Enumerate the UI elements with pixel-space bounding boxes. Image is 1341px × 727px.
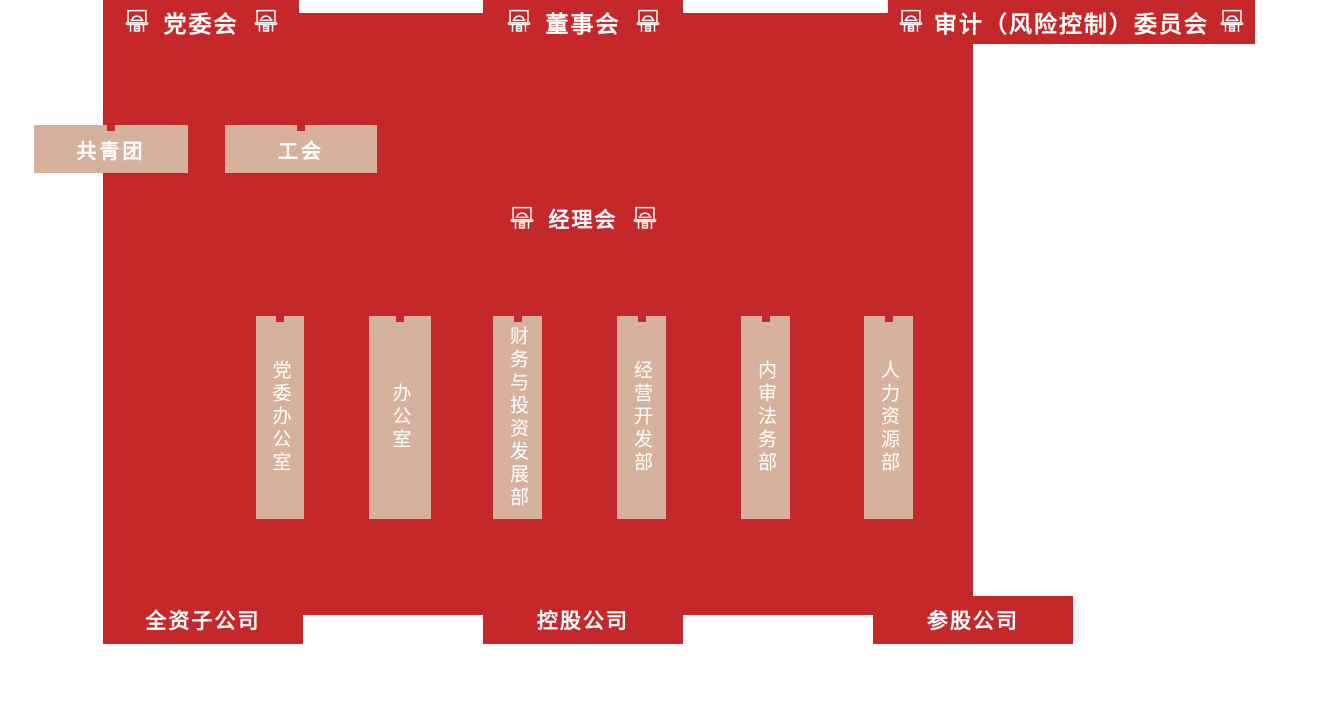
connector-stub [107, 125, 115, 131]
dept-audit-legal: 内审法务部 [741, 316, 790, 519]
connector-stub [513, 316, 522, 322]
committee-label: 党委会 [163, 11, 239, 37]
band-label: 全资子公司 [145, 610, 261, 633]
band-wholly-owned-subsidiary: 全资子公司 [103, 596, 303, 644]
pavilion-icon [898, 9, 924, 35]
connector-stub [637, 316, 646, 322]
node-labor-union: 工会 [225, 125, 377, 173]
dept-label: 党委办公室 [269, 360, 291, 475]
band-label: 控股公司 [537, 610, 629, 633]
connector-stub [276, 316, 284, 322]
connector-stub [396, 316, 404, 322]
dept-human-resources: 人力资源部 [864, 316, 913, 519]
top-divider-gap [683, 0, 888, 13]
pavilion-icon [124, 9, 150, 35]
audit-committee-band [888, 0, 1255, 44]
dept-label: 财务与投资发展部 [507, 325, 528, 510]
dept-label: 内审法务部 [755, 360, 776, 475]
node-label: 工会 [278, 140, 324, 163]
band-holding-company: 控股公司 [483, 596, 683, 644]
dept-business-development: 经营开发部 [617, 316, 666, 519]
connector-stub [761, 316, 770, 322]
pavilion-icon [253, 9, 279, 35]
committee-label: 经理会 [548, 209, 618, 232]
committee-party: 党委会 [103, 0, 299, 44]
pavilion-icon [509, 206, 535, 232]
committee-label: 董事会 [545, 11, 621, 37]
node-label: 共青团 [76, 140, 146, 163]
band-equity-participation-company: 参股公司 [873, 596, 1073, 644]
connector-stub [297, 125, 305, 131]
pavilion-icon [1219, 9, 1245, 35]
band-label: 参股公司 [927, 610, 1019, 633]
pavilion-icon [632, 206, 658, 232]
dept-label: 办公室 [389, 383, 411, 452]
pavilion-icon [635, 9, 661, 35]
dept-party-office: 党委办公室 [256, 316, 304, 519]
committee-label: 审计（风险控制）委员会 [934, 11, 1209, 37]
dept-label: 经营开发部 [631, 360, 652, 475]
dept-label: 人力资源部 [878, 360, 899, 475]
committee-board: 董事会 [483, 0, 683, 44]
top-divider-gap [299, 0, 483, 13]
committee-managers: 经理会 [483, 198, 683, 240]
connector-stub [884, 316, 893, 322]
dept-general-office: 办公室 [369, 316, 431, 519]
pavilion-icon [506, 9, 532, 35]
chart-red-background [103, 0, 973, 615]
dept-finance-investment: 财务与投资发展部 [493, 316, 542, 519]
committee-audit-risk: 审计（风险控制）委员会 [888, 0, 1255, 44]
node-youth-league: 共青团 [34, 125, 188, 173]
